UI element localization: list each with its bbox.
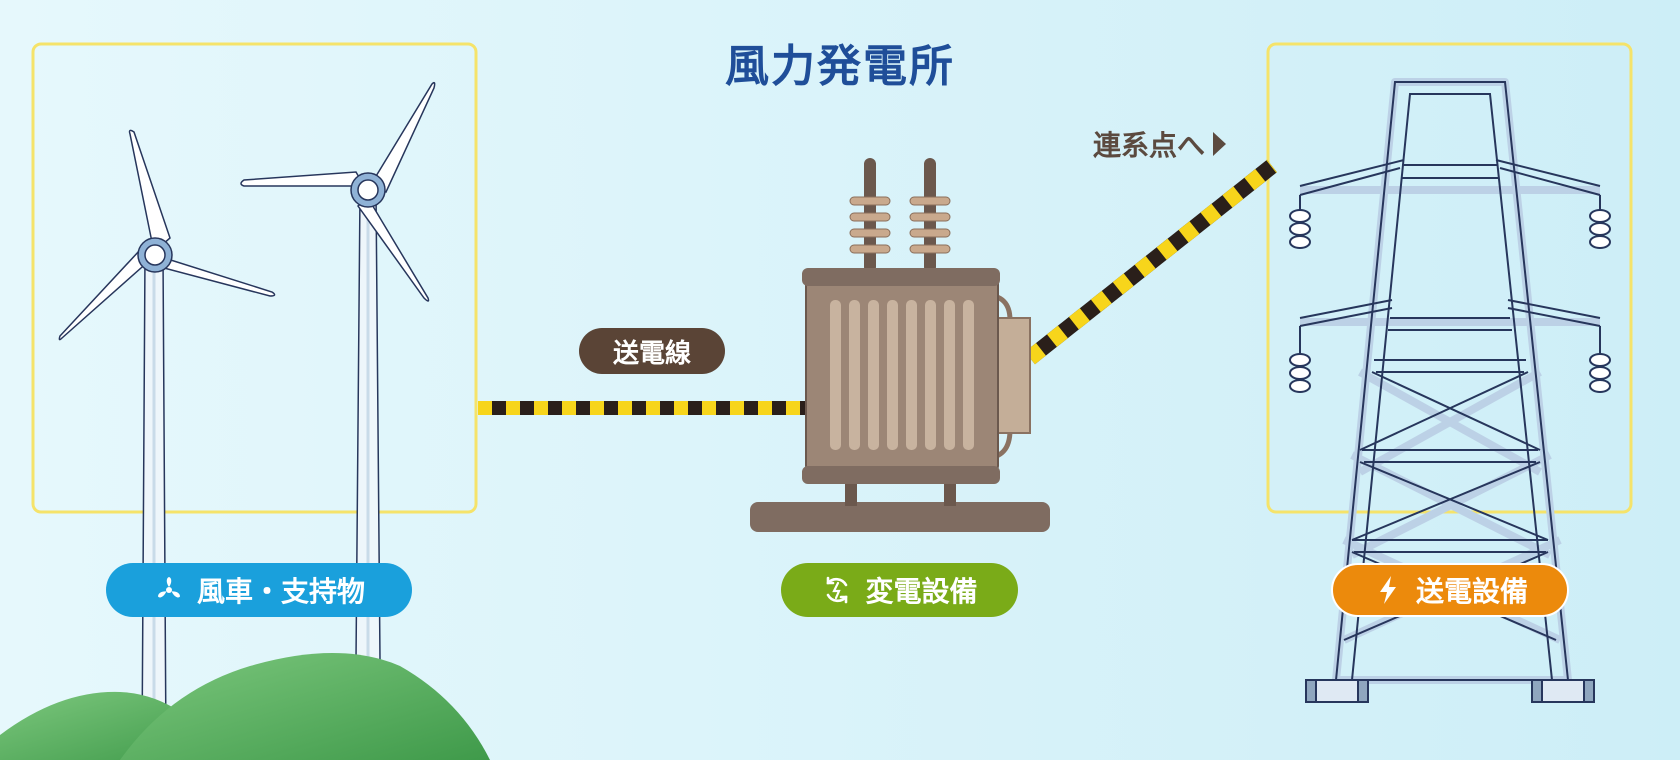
power-cable-diagonal	[1025, 159, 1277, 365]
grid-connection-text: 連系点へ	[1093, 129, 1206, 162]
power-line-label: 送電線	[579, 328, 725, 374]
substation-label: 変電設備	[865, 575, 978, 608]
transformer	[750, 158, 1050, 532]
cycle-bolt-icon	[821, 574, 853, 606]
hill-right	[120, 653, 490, 760]
turbine-frame	[31, 42, 478, 514]
turbine-label: 風車・支持物	[196, 575, 365, 608]
grid-connection-label: 連系点へ	[1093, 124, 1227, 164]
triangle-right-icon	[1213, 132, 1227, 156]
wind-turbine-right	[240, 81, 436, 661]
transmission-tower	[1289, 78, 1611, 703]
substation-badge: 変電設備	[781, 563, 1018, 617]
tower-frame	[1266, 42, 1633, 514]
turbine-badge: 風車・支持物	[106, 563, 412, 617]
page-title: 風力発電所	[725, 41, 955, 92]
transmission-label: 送電設備	[1415, 575, 1528, 608]
bolt-icon	[1372, 574, 1404, 606]
transmission-badge: 送電設備	[1331, 563, 1569, 617]
fan-icon	[153, 574, 185, 606]
